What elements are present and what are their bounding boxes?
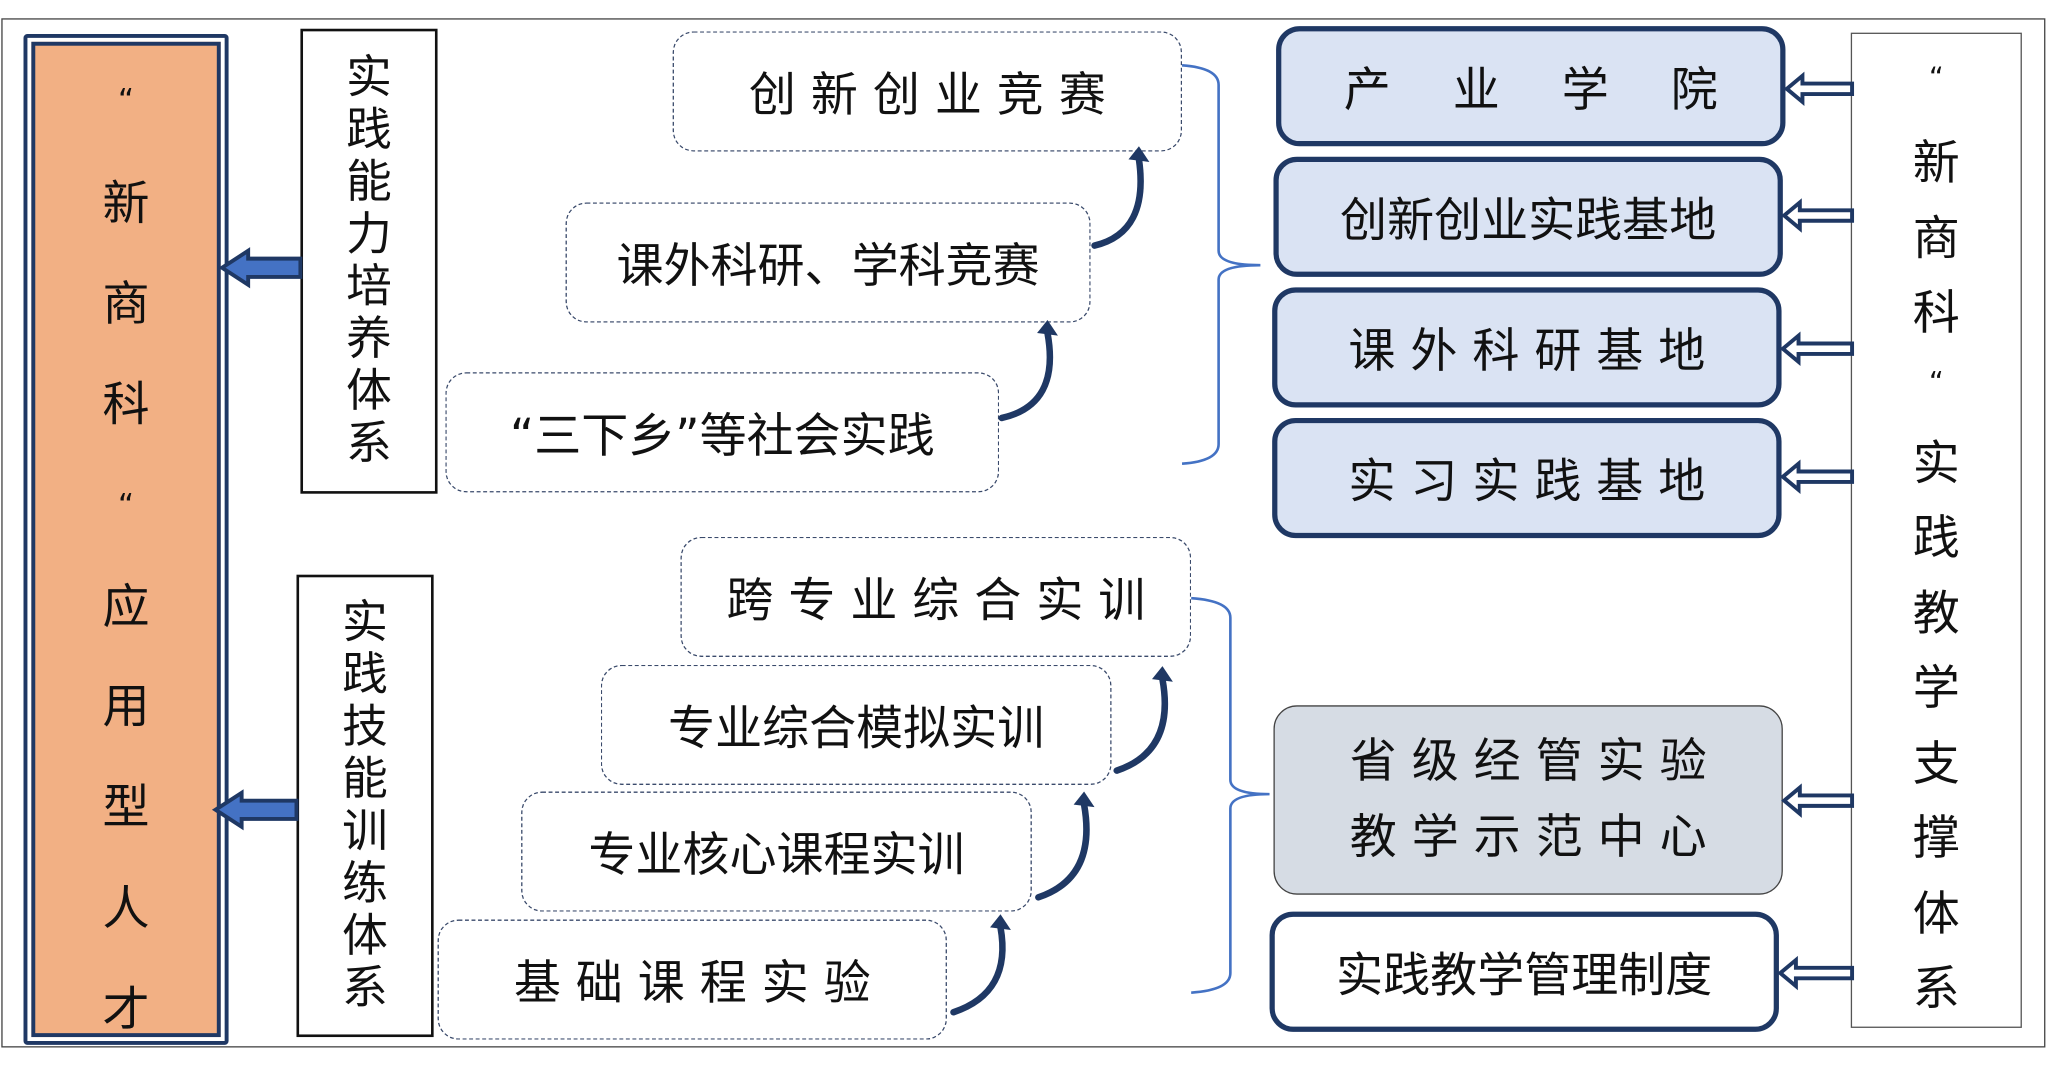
demo-center-line1: 省 级 经 管 实 验 — [1349, 734, 1707, 789]
curved-arrow-icon — [1091, 156, 1144, 249]
ability-item: “三下乡”等社会实践 — [445, 372, 1000, 493]
demo-center-line2: 教 学 示 范 中 心 — [1349, 810, 1707, 864]
ability-system-char: 系 — [346, 417, 392, 471]
base-research: 课 外 科 研 基 地 — [1272, 287, 1782, 408]
support-char: “ — [1928, 367, 1944, 400]
talent-char: 才 — [102, 983, 150, 1038]
support-char: 科 — [1912, 287, 1960, 341]
talent-char: 科 — [102, 378, 150, 433]
skill-item: 跨 专 业 综 合 实 训 — [680, 536, 1192, 657]
talent-char: 用 — [102, 680, 150, 735]
talent-char: 新 — [102, 177, 150, 232]
talent-char: “ — [117, 82, 135, 119]
base-industry-college: 产 业 学 院 — [1276, 26, 1786, 147]
ability-system-char: 能 — [346, 156, 392, 209]
curved-arrow-icon — [998, 329, 1054, 422]
ability-system-box: 实 践 能 力 培 养 体 系 — [300, 28, 438, 494]
support-system-box: “ 新 商 科 “ 实 践 教 学 支 撑 体 系 — [1850, 32, 2022, 1028]
talent-char: “ — [117, 487, 135, 524]
support-char: 新 — [1912, 137, 1960, 191]
ability-system-char: 实 — [346, 52, 392, 105]
ability-system-char: 践 — [346, 104, 392, 157]
skill-system-char: 技 — [342, 701, 388, 754]
curved-arrow-icon — [950, 924, 1006, 1016]
skill-system-char: 系 — [342, 962, 388, 1015]
skill-system-char: 践 — [342, 649, 388, 702]
support-char: 践 — [1912, 511, 1960, 566]
management-system-box: 实践教学管理制度 — [1269, 911, 1779, 1032]
curved-arrow-icon — [1035, 801, 1090, 901]
support-char: 系 — [1912, 962, 1960, 1017]
talent-char: 应 — [102, 581, 150, 635]
block-arrow-icon — [211, 789, 299, 831]
base-internship: 实 习 实 践 基 地 — [1272, 417, 1782, 539]
skill-system-char: 练 — [342, 858, 388, 911]
support-char: 学 — [1912, 662, 1960, 716]
brace-icon — [1181, 64, 1261, 465]
ability-item: 课外科研、学科竞赛 — [565, 202, 1091, 323]
demo-center-box: 省 级 经 管 实 验 教 学 示 范 中 心 — [1273, 705, 1783, 895]
skill-item: 基 础 课 程 实 验 — [437, 919, 947, 1040]
support-char: 支 — [1912, 737, 1960, 792]
support-char: 撑 — [1912, 812, 1960, 866]
skill-system-char: 体 — [342, 910, 388, 963]
talent-char: 型 — [102, 781, 150, 835]
skill-system-char: 训 — [342, 805, 388, 859]
talent-char: 商 — [102, 278, 150, 332]
skill-system-box: 实 践 技 能 训 练 体 系 — [296, 574, 434, 1038]
skill-item: 专业核心课程实训 — [521, 791, 1032, 912]
talent-char: 人 — [102, 882, 150, 937]
skill-system-char: 能 — [342, 753, 388, 806]
ability-system-char: 培 — [346, 261, 392, 314]
ability-item: 创 新 创 业 竞 赛 — [672, 31, 1183, 152]
brace-icon — [1191, 596, 1270, 994]
support-char: 实 — [1912, 437, 1960, 492]
ability-system-char: 体 — [346, 365, 392, 418]
curved-arrow-icon — [1113, 675, 1169, 774]
hollow-arrow-icon — [1777, 71, 1855, 991]
support-char: “ — [1928, 62, 1944, 96]
ability-system-char: 力 — [346, 208, 392, 262]
skill-item: 专业综合模拟实训 — [600, 664, 1112, 785]
support-char: 商 — [1912, 212, 1960, 267]
support-char: 体 — [1912, 888, 1960, 942]
skill-system-char: 实 — [342, 596, 388, 650]
support-char: 教 — [1912, 587, 1960, 642]
diagram-frame — [1, 18, 2046, 1048]
talent-box: “ 新 商 科 “ 应 用 型 人 才 — [23, 33, 229, 1045]
base-innovation: 创新创业实践基地 — [1273, 156, 1783, 277]
ability-system-char: 养 — [346, 313, 392, 366]
block-arrow-icon — [218, 247, 303, 289]
